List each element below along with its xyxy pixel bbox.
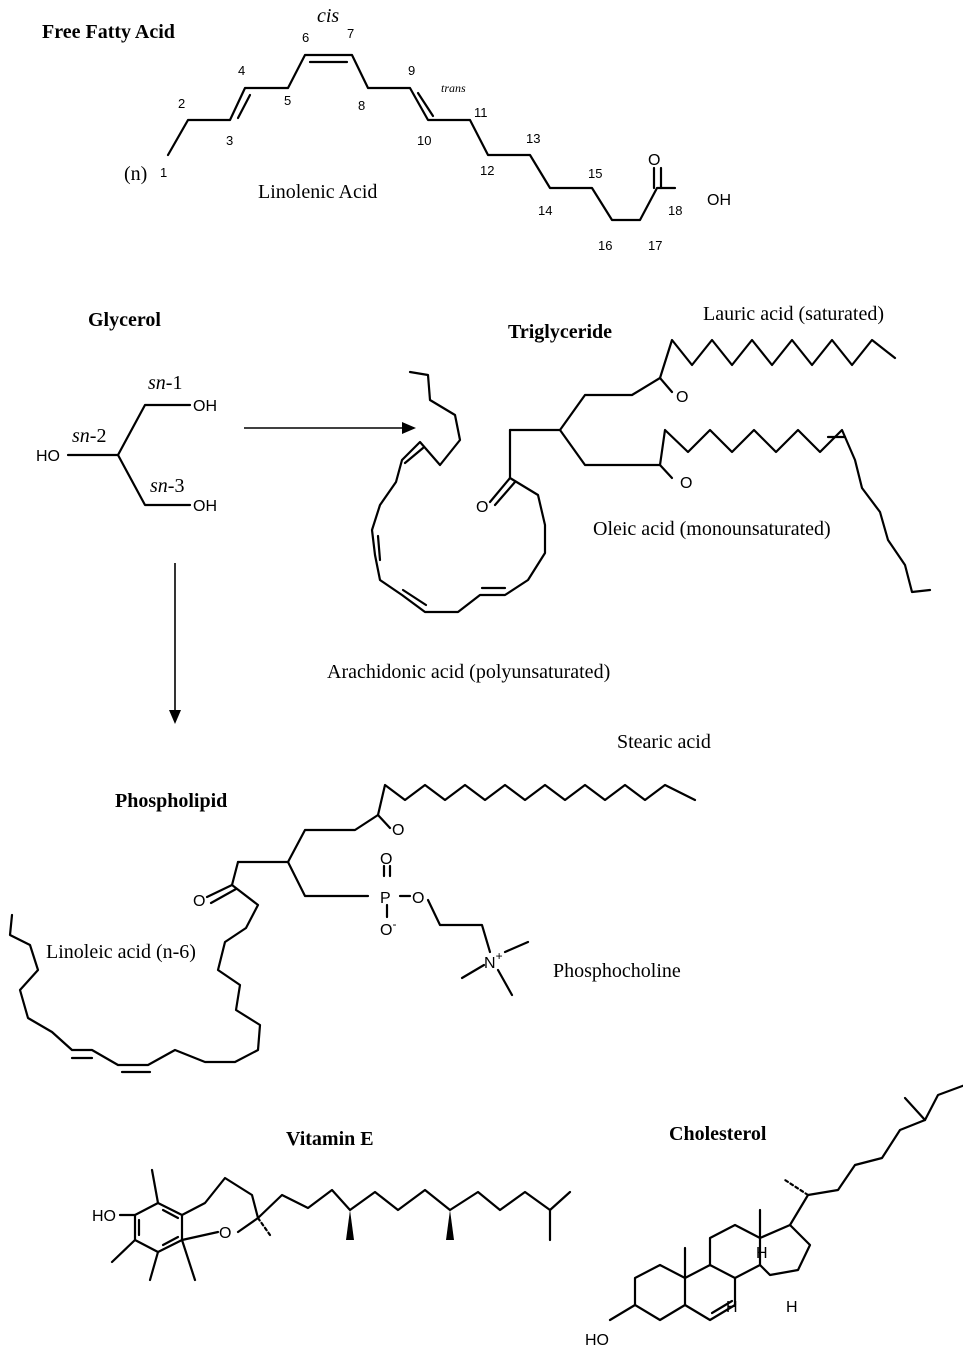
linoleic-acid-label: Linoleic acid (n-6) [46,941,196,963]
oleic-carbonyl-o: O [680,475,692,492]
carbon-number: 2 [178,96,185,111]
triglyceride-title: Triglyceride [508,321,612,343]
sn3-label: sn-3 [150,475,184,497]
cholesterol-h-3: H [786,1299,798,1316]
arachidonic-acid-label: Arachidonic acid (polyunsaturated) [327,661,610,683]
vitamin-e-hydroxyl: HO [92,1208,116,1225]
linoleic-carbonyl-o: O [193,893,205,910]
cholesterol-hydroxyl: HO [585,1332,609,1349]
cis-label: cis [317,5,339,27]
carbonyl-o: O [648,152,660,169]
glycerol-oh-bottom: OH [193,498,217,515]
sn2-label: sn-2 [72,425,106,447]
linolenic-acid-structure [166,53,677,222]
phospholipid: Phospholipid Stearic acid Linoleic acid … [8,731,711,1074]
carbon-number: 12 [480,163,494,178]
cholesterol-h-1: H [726,1299,738,1316]
glycerol-title: Glycerol [88,309,161,331]
cholesterol-structure [608,1084,963,1322]
carbon-number: 6 [302,30,309,45]
carbon-number: 4 [238,63,245,78]
carbon-number: 1 [160,165,167,180]
carbon-number: 18 [668,203,682,218]
phospholipid-title: Phospholipid [115,790,227,812]
carbon-number: 3 [226,133,233,148]
cholesterol-title: Cholesterol [669,1123,767,1145]
vitamin-e-title: Vitamin E [286,1128,374,1150]
arachidonic-carbonyl-o: O [476,499,488,516]
carbon-number: 16 [598,238,612,253]
phospholipid-structure [8,783,697,1074]
linolenic-acid-label: Linolenic Acid [258,181,377,203]
carbon-number: 11 [474,105,488,120]
phosphate-o-minus: O- [380,917,396,939]
vitamin-e-structure [110,1168,572,1282]
sn1-label: sn-1 [148,372,182,394]
choline-nitrogen: N+ [484,949,503,972]
carbon-number: 17 [648,238,662,253]
phosphate-o-top: O [380,851,392,868]
cholesterol-h-2: H [756,1245,768,1262]
lauric-acid-label: Lauric acid (saturated) [703,303,884,325]
carbon-number: 10 [417,133,431,148]
glycerol-oh-top: OH [193,398,217,415]
cholesterol: Cholesterol HO H H H [585,1084,963,1349]
carbon-number: 14 [538,203,552,218]
carbon-number: 7 [347,26,354,41]
hydroxyl-oh: OH [707,192,731,209]
carbon-number: 13 [526,131,540,146]
carbon-number: 15 [588,166,602,181]
glycerol: Glycerol sn-1 sn-2 sn-3 OH HO OH [36,309,217,515]
carbon-numbers: 1 2 3 4 5 6 7 8 9 10 11 12 13 14 15 16 1… [160,26,682,253]
phosphorus-atom: P [380,890,391,907]
stearic-acid-label: Stearic acid [617,731,711,753]
stearic-carbonyl-o: O [392,822,404,839]
carbon-number: 9 [408,63,415,78]
free-fatty-acid-title: Free Fatty Acid [42,21,175,43]
lauric-carbonyl-o: O [676,389,688,406]
phosphate-o-ester: O [412,890,424,907]
phosphocholine-label: Phosphocholine [553,960,681,982]
trans-label: trans [441,81,466,95]
free-fatty-acid: Free Fatty Acid (n) cis trans Linolenic … [42,5,731,253]
vitamin-e-ring-oxygen: O [219,1225,231,1242]
triglyceride-structure [370,338,932,614]
oleic-acid-label: Oleic acid (monounsaturated) [593,518,831,540]
glycerol-structure [66,403,192,507]
carbon-number: 5 [284,93,291,108]
vitamin-e: Vitamin E HO O [92,1128,572,1282]
carbon-number: 8 [358,98,365,113]
n-terminal-label: (n) [124,163,147,185]
glycerol-ho-left: HO [36,448,60,465]
triglyceride: Triglyceride Lauric acid (saturated) Ole… [327,303,932,683]
